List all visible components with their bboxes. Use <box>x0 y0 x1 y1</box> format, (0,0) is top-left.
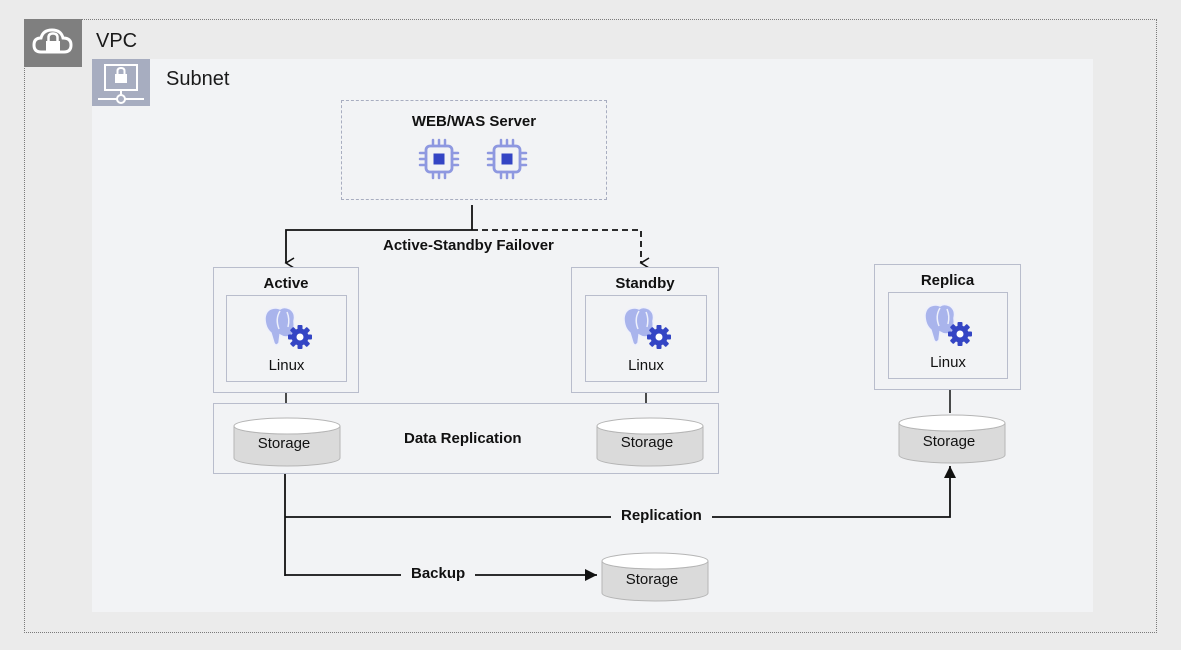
failover-standby-line <box>472 229 650 269</box>
web-was-server-group <box>341 100 607 200</box>
replica-storage-label: Storage <box>922 433 976 450</box>
failover-active-line <box>284 229 472 269</box>
storage-cylinder-icon <box>233 417 341 467</box>
vpc-container <box>24 19 1157 633</box>
postgresql-settings-icon <box>922 302 974 346</box>
active-os-label: Linux <box>268 357 305 374</box>
replica-storage: Storage <box>896 411 1008 472</box>
storage-cylinder-icon <box>898 414 1006 464</box>
standby-os-label: Linux <box>628 357 664 374</box>
web-was-server-title: WEB/WAS Server <box>411 113 537 130</box>
replication-line <box>285 466 956 518</box>
standby-storage: Storage <box>594 414 706 475</box>
subnet-label: Subnet <box>166 68 230 90</box>
storage-cylinder-icon <box>596 417 704 467</box>
vpc-label: VPC <box>96 30 138 52</box>
backup-label: Backup <box>401 565 476 582</box>
replica-node-title: Replica <box>920 272 975 289</box>
cpu-chip-icon <box>418 138 460 180</box>
cpu-chip-icon <box>486 138 528 180</box>
failover-label: Active-Standby Failover <box>383 237 554 254</box>
replica-os-label: Linux <box>930 354 966 371</box>
data-replication-label: Data Replication <box>394 430 532 447</box>
cloud-lock-icon <box>24 19 82 67</box>
backup-storage-label: Storage <box>625 571 679 588</box>
replication-label: Replication <box>611 507 712 524</box>
active-storage: Storage <box>231 414 343 475</box>
active-node-title: Active <box>263 275 309 292</box>
backup-storage: Storage <box>599 549 711 610</box>
storage-cylinder-icon <box>601 552 709 602</box>
active-storage-label: Storage <box>257 435 311 452</box>
postgresql-settings-icon <box>262 305 314 349</box>
standby-node-title: Standby <box>615 275 675 292</box>
standby-storage-label: Storage <box>620 434 674 451</box>
subnet-lock-icon <box>92 59 150 106</box>
postgresql-settings-icon <box>621 305 673 349</box>
